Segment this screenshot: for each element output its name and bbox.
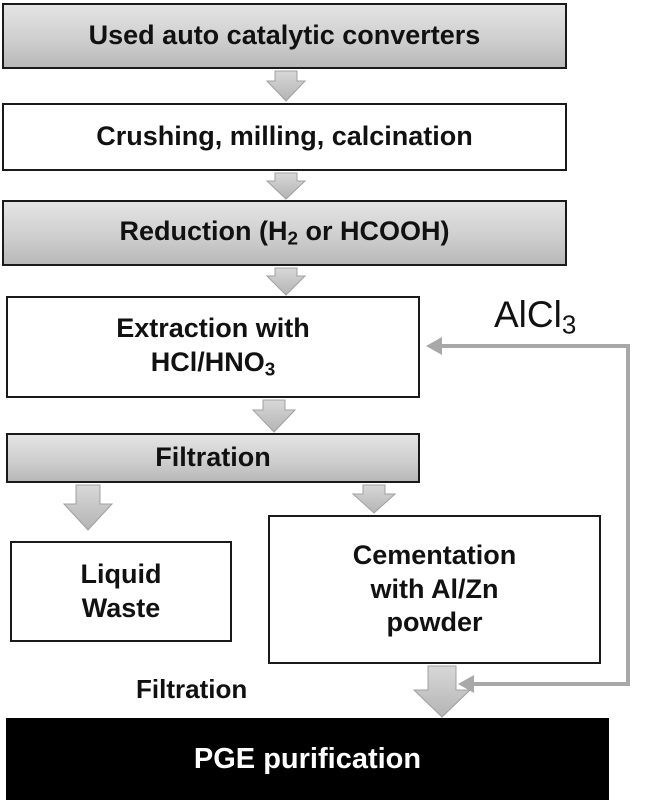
- arrow-to-pge: [412, 665, 472, 718]
- pge-purification-box: PGE purification: [6, 718, 609, 800]
- cementation-box: Cementation with Al/Zn powder: [268, 515, 601, 664]
- recycle-arrowhead-top: [426, 337, 442, 355]
- filtration-step-label: Filtration: [136, 674, 248, 704]
- liquid-waste-box: Liquid Waste: [10, 541, 232, 642]
- extraction-line-1: Extraction with: [116, 312, 310, 343]
- recycle-line: [440, 344, 630, 686]
- liquid-waste-line-1: Liquid: [80, 558, 162, 589]
- recycle-arrowhead-bottom: [458, 675, 474, 693]
- crushing-label: Crushing, milling, calcination: [96, 121, 473, 152]
- pge-purification-label: PGE purification: [193, 742, 422, 775]
- filtration-box-label: Filtration: [155, 442, 271, 473]
- reduction-label: Reduction (H2 or HCOOH): [119, 215, 450, 250]
- arrow-to-liquid-waste: [62, 484, 114, 531]
- alcl3-label: AlCl3: [494, 294, 577, 340]
- cementation-line-3: powder: [386, 607, 483, 638]
- reduction-box: Reduction (H2 or HCOOH): [2, 200, 567, 266]
- cementation-line-1: Cementation: [352, 539, 517, 570]
- used-converters-box: Used auto catalytic converters: [2, 3, 567, 69]
- arrow-to-cementation: [351, 484, 397, 514]
- crushing-box: Crushing, milling, calcination: [2, 103, 567, 171]
- arrow-down-4: [251, 399, 297, 433]
- extraction-line-2: HCl/HNO3: [150, 346, 276, 381]
- cementation-line-2: with Al/Zn: [370, 573, 499, 604]
- liquid-waste-line-2: Waste: [81, 592, 161, 623]
- used-converters-label: Used auto catalytic converters: [88, 20, 481, 51]
- arrow-down-1: [265, 70, 307, 102]
- arrow-down-3: [265, 267, 307, 296]
- extraction-box: Extraction with HCl/HNO3: [6, 296, 420, 398]
- filtration-box: Filtration: [6, 433, 420, 483]
- arrow-down-2: [265, 172, 307, 200]
